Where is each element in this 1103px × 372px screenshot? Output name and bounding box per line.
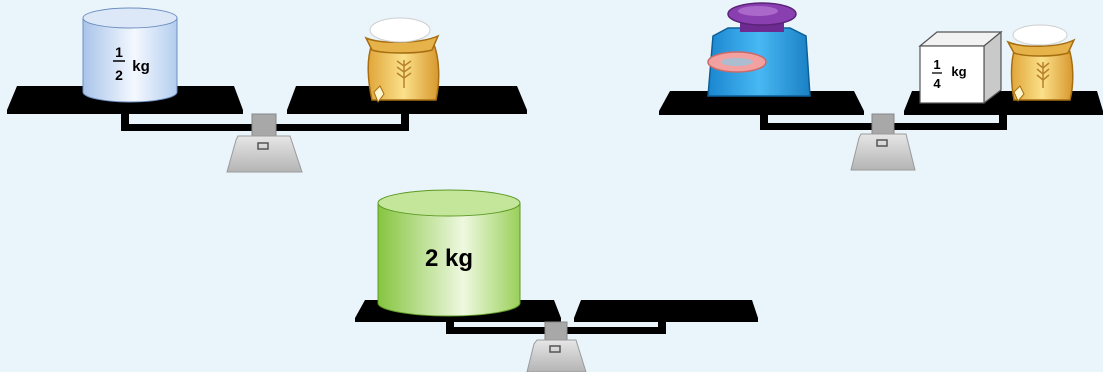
two-kg-label: 2 kg (425, 245, 473, 272)
jar-icon (708, 3, 810, 96)
quarter-kg-denominator: 4 (933, 76, 941, 91)
flour-sack-icon (1008, 25, 1074, 101)
half-kg-weight: 1 2 kg (83, 8, 177, 102)
scale-1: 1 2 kg (7, 8, 527, 172)
half-kg-numerator: 1 (115, 44, 123, 60)
scale-3-right-pan (574, 300, 758, 322)
quarter-kg-weight: 1 4 kg (920, 32, 1001, 103)
scale-3: 2 kg (355, 190, 758, 372)
two-kg-weight: 2 kg (378, 190, 520, 316)
scale-2: 1 4 kg (659, 3, 1103, 170)
quarter-kg-numerator: 1 (933, 57, 940, 72)
half-kg-denominator: 2 (115, 67, 123, 83)
quarter-kg-unit: kg (951, 64, 966, 79)
half-kg-unit: kg (132, 58, 150, 75)
flour-sack-icon (366, 18, 439, 102)
